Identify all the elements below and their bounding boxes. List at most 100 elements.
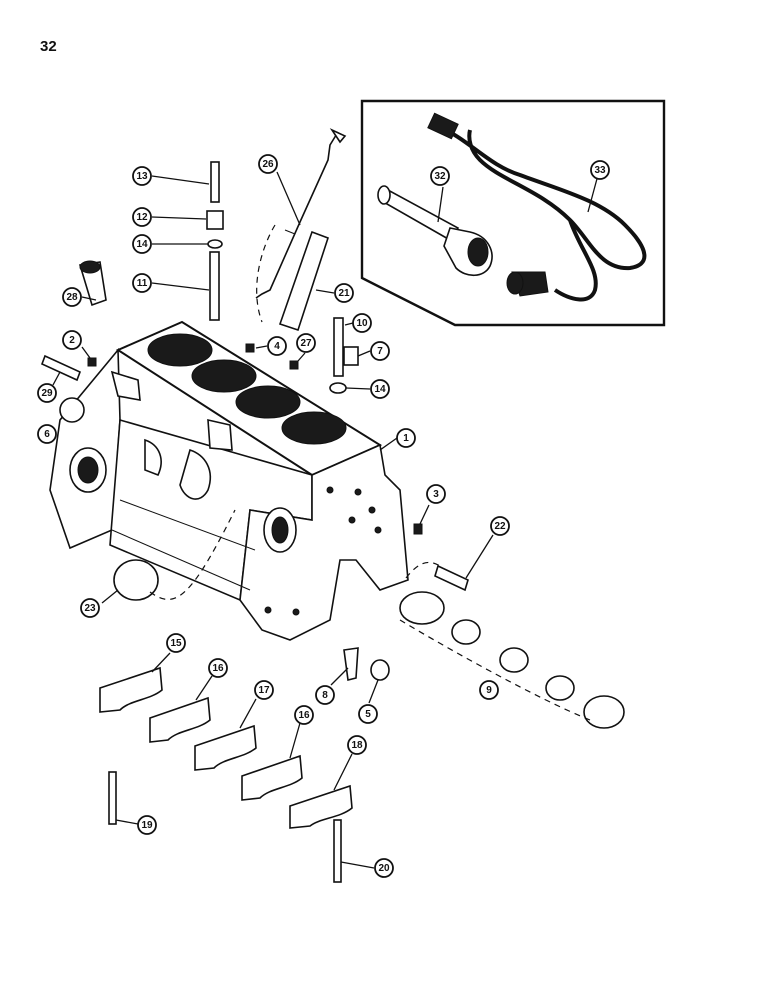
- callout-label: 32: [434, 171, 446, 182]
- callout-16: 16: [208, 658, 228, 678]
- callout-label: 14: [374, 384, 386, 395]
- callout-label: 22: [494, 521, 506, 532]
- callout-circle: [132, 166, 152, 186]
- plug-27: [289, 360, 299, 370]
- sender-28: [78, 260, 107, 307]
- callout-label: 16: [298, 710, 310, 721]
- callout-26: 26: [258, 154, 278, 174]
- stud-29: [40, 354, 82, 382]
- plug-3: [413, 523, 423, 535]
- callout-circle: [254, 680, 274, 700]
- bolt-20: [333, 819, 342, 883]
- callout-circle: [267, 336, 287, 356]
- callout-circle: [370, 341, 390, 361]
- callout-label: 17: [258, 685, 270, 696]
- callout-13: 13: [132, 166, 152, 186]
- heater-element: [377, 185, 493, 277]
- callout-circle: [490, 516, 510, 536]
- callout-circle: [62, 287, 82, 307]
- callout-circle: [352, 313, 372, 333]
- callout-circle: [374, 858, 394, 878]
- callout-circle: [166, 633, 186, 653]
- callout-label: 26: [262, 159, 274, 170]
- callout-circle: [426, 484, 446, 504]
- callout-label: 3: [433, 489, 439, 500]
- callout-label: 18: [351, 740, 363, 751]
- callout-18: 18: [347, 735, 367, 755]
- callout-circle: [347, 735, 367, 755]
- callout-circle: [132, 207, 152, 227]
- callout-label: 23: [84, 603, 96, 614]
- callout-circle: [358, 704, 378, 724]
- callout-circle: [296, 333, 316, 353]
- stud-13: [210, 161, 220, 203]
- callout-circle: [370, 379, 390, 399]
- callout-circle: [294, 705, 314, 725]
- callout-27: 27: [296, 333, 316, 353]
- block-heater-inset: [360, 99, 666, 327]
- callout-label: 29: [41, 388, 53, 399]
- callout-label: 14: [136, 239, 148, 250]
- callout-11: 11: [132, 273, 152, 293]
- bearing-cap-16a: [149, 696, 211, 743]
- callout-circle: [37, 424, 57, 444]
- callout-circle: [590, 160, 610, 180]
- callout-circle: [132, 273, 152, 293]
- callout-20: 20: [374, 858, 394, 878]
- callout-10: 10: [352, 313, 372, 333]
- cylinder-block: [49, 320, 409, 641]
- bearing-cap-15: [99, 666, 163, 713]
- callout-label: 20: [378, 863, 390, 874]
- callout-3: 3: [426, 484, 446, 504]
- bearing-cap-16b: [241, 754, 303, 801]
- callout-label: 16: [212, 663, 224, 674]
- callout-label: 21: [338, 288, 350, 299]
- callout-circle: [258, 154, 278, 174]
- callout-circle: [37, 383, 57, 403]
- callout-14: 14: [132, 234, 152, 254]
- leader-lines: [52, 171, 599, 869]
- bushing-5: [370, 659, 390, 681]
- callout-label: 5: [365, 709, 371, 720]
- callout-14: 14: [370, 379, 390, 399]
- washer-14-right: [329, 382, 347, 394]
- callout-33: 33: [590, 160, 610, 180]
- callout-circle: [396, 428, 416, 448]
- callout-circle: [479, 680, 499, 700]
- callout-7: 7: [370, 341, 390, 361]
- callout-12: 12: [132, 207, 152, 227]
- washer-14-top: [207, 239, 223, 249]
- callout-16: 16: [294, 705, 314, 725]
- callout-label: 2: [69, 335, 75, 346]
- heater-cord: [427, 112, 647, 302]
- callout-circle: [208, 658, 228, 678]
- callout-5: 5: [358, 704, 378, 724]
- callout-29: 29: [37, 383, 57, 403]
- callout-1: 1: [396, 428, 416, 448]
- callout-circle: [132, 234, 152, 254]
- callout-label: 15: [170, 638, 182, 649]
- callout-label: 27: [300, 338, 312, 349]
- callout-19: 19: [137, 815, 157, 835]
- nut-7: [343, 346, 359, 366]
- callout-9: 9: [479, 680, 499, 700]
- callout-17: 17: [254, 680, 274, 700]
- callout-label: 10: [356, 318, 368, 329]
- callout-4: 4: [267, 336, 287, 356]
- callout-label: 19: [141, 820, 153, 831]
- callout-circle: [315, 685, 335, 705]
- cam-bearings-9: [399, 591, 625, 729]
- callout-circle: [80, 598, 100, 618]
- callout-label: 4: [274, 341, 280, 352]
- callout-label: 9: [486, 685, 492, 696]
- callout-15: 15: [166, 633, 186, 653]
- callout-label: 1: [403, 433, 409, 444]
- plug-6: [59, 397, 85, 423]
- stud-11: [209, 251, 220, 321]
- dipstick-26: [255, 128, 347, 299]
- bearing-cap-17: [194, 724, 257, 771]
- dipstick-tube-21: [256, 224, 329, 332]
- callout-21: 21: [334, 283, 354, 303]
